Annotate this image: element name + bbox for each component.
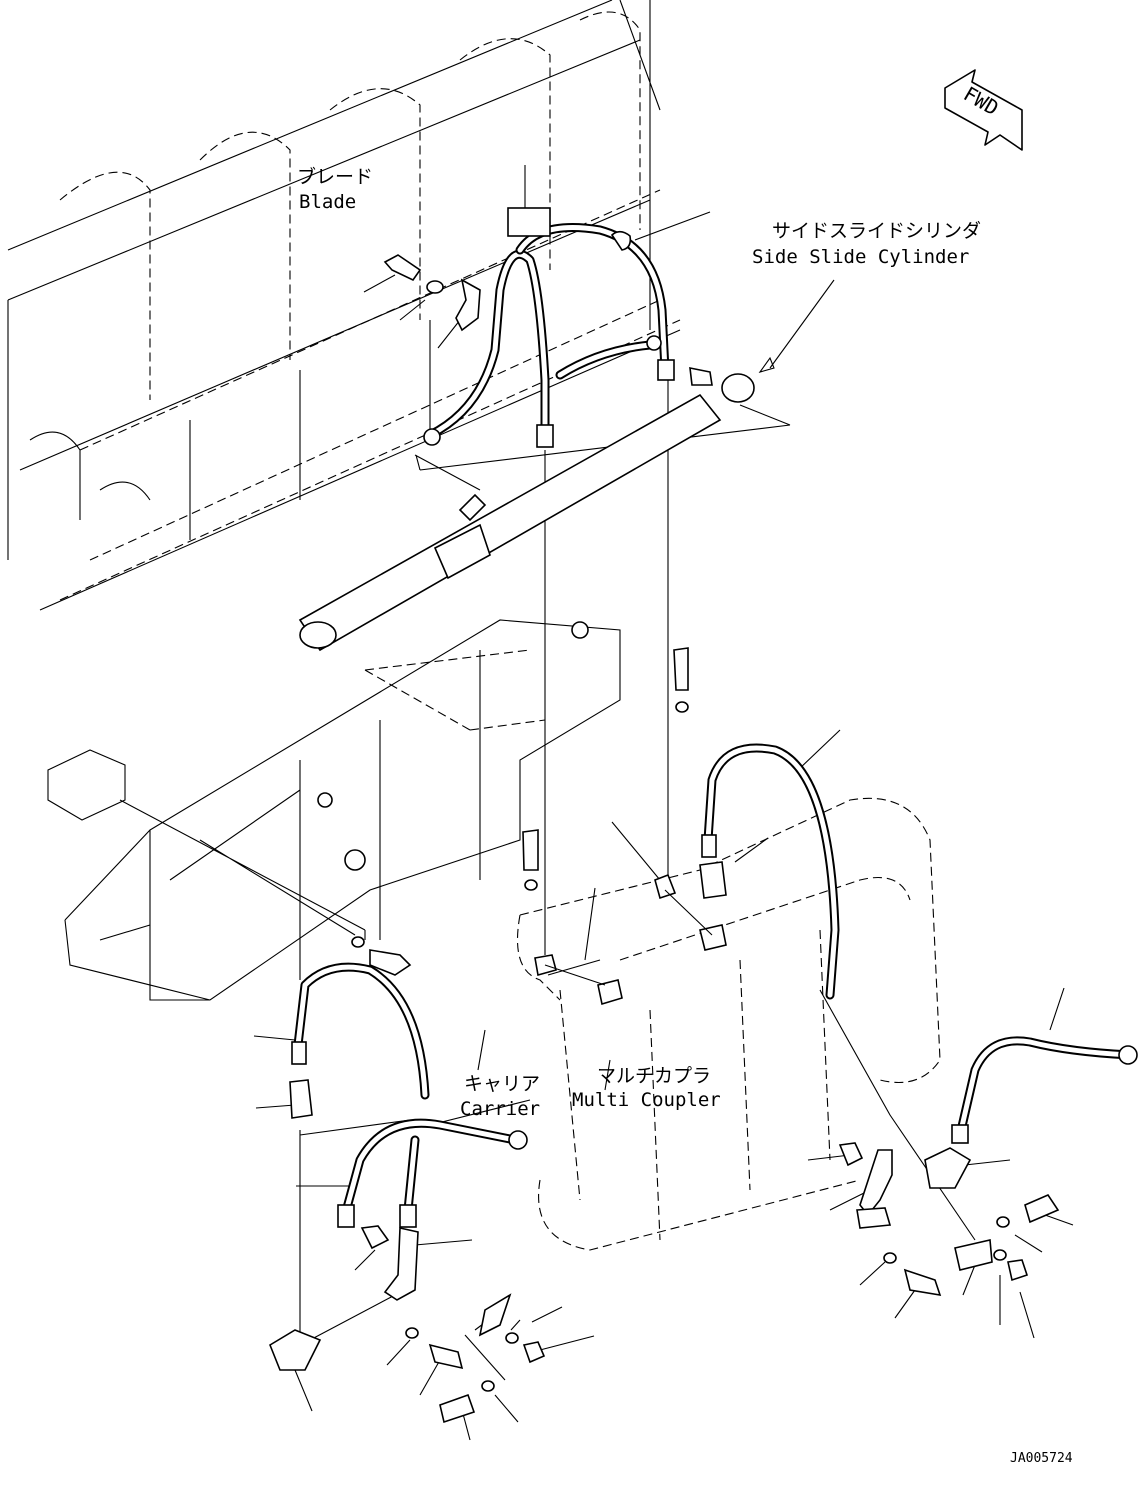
fitting-block — [597, 979, 623, 1006]
hose-fitting — [657, 359, 675, 381]
coupler-hose-right — [699, 743, 840, 1000]
bolt — [1024, 1193, 1060, 1224]
coupler-label-jp: マルチカプラ — [597, 1065, 711, 1087]
bolt — [383, 254, 422, 282]
fwd-label: FWD — [960, 82, 1003, 121]
elbow-fitting — [383, 1227, 419, 1301]
washer — [405, 1327, 419, 1339]
blade-drawing — [7, 0, 681, 611]
plate — [478, 1293, 512, 1337]
washer — [481, 1380, 495, 1392]
blade-label-en: Blade — [299, 191, 356, 213]
fwd-arrow-icon: FWD — [944, 69, 1023, 151]
carrier-frame — [47, 619, 621, 1001]
hose-clamp-top — [507, 207, 551, 237]
elbow-fitting — [859, 1149, 893, 1217]
fitting-block — [654, 873, 677, 900]
projection-lines — [119, 380, 976, 1381]
coupler-label-en: Multi Coupler — [572, 1089, 721, 1111]
washer — [505, 1332, 519, 1344]
washer — [351, 936, 365, 948]
blade-fasteners — [383, 254, 481, 332]
leader-lines — [253, 165, 1074, 1441]
multi-coupler-drawing — [517, 797, 941, 1251]
washer — [426, 280, 444, 294]
hose-fitting — [536, 424, 554, 448]
bolt — [439, 1393, 476, 1424]
washer — [883, 1252, 897, 1264]
bolt — [522, 829, 539, 871]
plate — [954, 1239, 993, 1271]
bolt — [903, 1268, 942, 1297]
quick-coupler — [924, 1147, 972, 1189]
side-slide-cylinder — [298, 366, 755, 652]
cylinder-label-jp: サイドスライドシリンダ — [772, 220, 981, 242]
drawing-code: JA005724 — [1010, 1451, 1073, 1466]
bolt — [428, 1343, 464, 1370]
washer — [524, 879, 538, 891]
washer — [675, 701, 689, 713]
quick-coupler — [269, 1329, 322, 1371]
cylinder-label-en: Side Slide Cylinder — [752, 246, 969, 268]
blade-label-jp: ブレード — [297, 165, 373, 188]
upper-hose-assembly — [423, 207, 675, 448]
lower-left-hoses — [269, 962, 546, 1424]
bolt — [673, 647, 689, 691]
fitting-block — [699, 924, 727, 951]
hose-fitting — [423, 428, 441, 446]
nut — [1007, 1259, 1029, 1282]
carrier-label-en: Carrier — [460, 1098, 540, 1120]
bolt — [369, 949, 412, 976]
carrier-label-jp: キャリア — [464, 1073, 540, 1095]
washer — [996, 1216, 1010, 1228]
nut — [522, 1341, 546, 1364]
bracket — [455, 278, 481, 332]
washer — [993, 1249, 1007, 1261]
coupler-fasteners — [522, 647, 689, 891]
lower-right-hoses — [838, 1036, 1138, 1297]
